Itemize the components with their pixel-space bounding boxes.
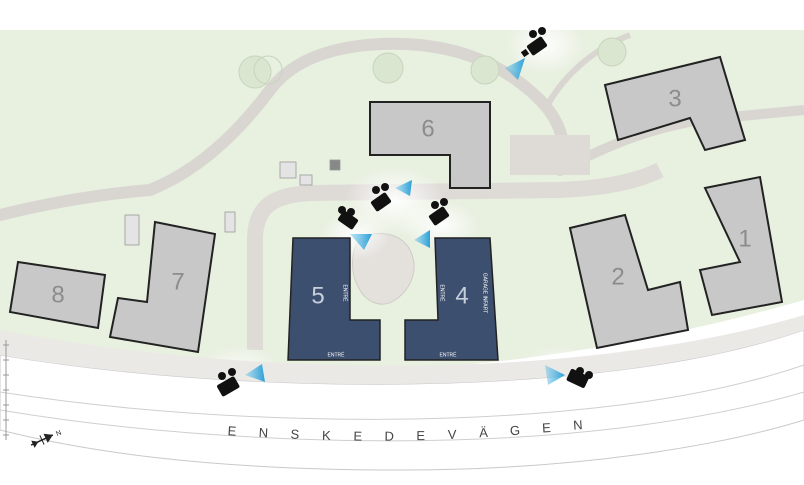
camera-icon xyxy=(370,183,392,212)
building-5[interactable]: 5 ENTRÉ ENTRÉ xyxy=(287,237,381,361)
building-2-label: 2 xyxy=(611,263,624,290)
camera-top-right xyxy=(505,27,548,80)
camera-center-2 xyxy=(337,206,372,250)
compass: N xyxy=(30,430,63,448)
camera-icon xyxy=(337,206,359,230)
compass-label: N xyxy=(55,430,63,438)
camera-icon xyxy=(520,27,548,58)
camera-center-1 xyxy=(370,180,412,212)
building-8-label: 8 xyxy=(51,281,64,308)
building-5-entrance-bottom: ENTRÉ xyxy=(328,351,346,358)
building-4-garage: GARAGE INFART xyxy=(482,273,488,313)
footpath-north xyxy=(0,37,570,221)
road-name-letter: S xyxy=(290,426,300,441)
building-4[interactable]: 4 ENTRÉ ENTRÉ GARAGE INFART xyxy=(404,237,499,361)
building-2[interactable]: 2 xyxy=(568,213,690,350)
paved-plaza xyxy=(510,135,590,175)
road-name-letter: N xyxy=(258,425,268,441)
building-5-label: 5 xyxy=(311,282,324,309)
building-6[interactable]: 6 xyxy=(369,101,491,189)
utility-structures xyxy=(124,159,341,246)
building-8[interactable]: 8 xyxy=(8,260,107,330)
road-name-letter: D xyxy=(385,429,394,444)
camera-icon xyxy=(428,198,450,226)
trees xyxy=(238,37,627,89)
building-7-label: 7 xyxy=(171,268,184,295)
building-3-label: 3 xyxy=(668,85,681,112)
road-edge-line xyxy=(0,391,804,442)
road-name-letter: E xyxy=(227,423,237,439)
camera-bottom-right xyxy=(545,365,593,388)
camera-center-3 xyxy=(414,198,450,248)
road-name-letter: K xyxy=(322,428,331,443)
camera-icon xyxy=(217,368,240,397)
building-4-entrance-bottom: ENTRÉ xyxy=(440,351,458,358)
road-center-line xyxy=(0,364,804,420)
road-name-letter: E xyxy=(353,428,362,443)
building-4-label: 4 xyxy=(455,282,468,309)
sidewalk xyxy=(0,315,804,385)
building-7[interactable]: 7 xyxy=(108,220,217,354)
camera-bottom-left xyxy=(217,364,265,397)
scale-ticks xyxy=(3,340,9,440)
building-5-entrance-side: ENTRÉ xyxy=(342,285,349,303)
road-name-letter: V xyxy=(448,427,457,442)
road-name-letter: N xyxy=(573,417,583,433)
building-1-label: 1 xyxy=(738,225,751,252)
building-6-label: 6 xyxy=(421,115,434,142)
road-name-letter: E xyxy=(416,428,425,443)
road-name-letter: G xyxy=(510,423,521,438)
building-1[interactable]: 1 xyxy=(698,175,784,317)
compass-icon xyxy=(30,433,54,448)
road-name-letter: Ä xyxy=(479,425,488,440)
building-3[interactable]: 3 xyxy=(603,55,747,152)
road-name-letter: E xyxy=(542,420,552,435)
camera-icon xyxy=(566,367,593,388)
building-4-entrance-side: ENTRÉ xyxy=(439,285,446,303)
